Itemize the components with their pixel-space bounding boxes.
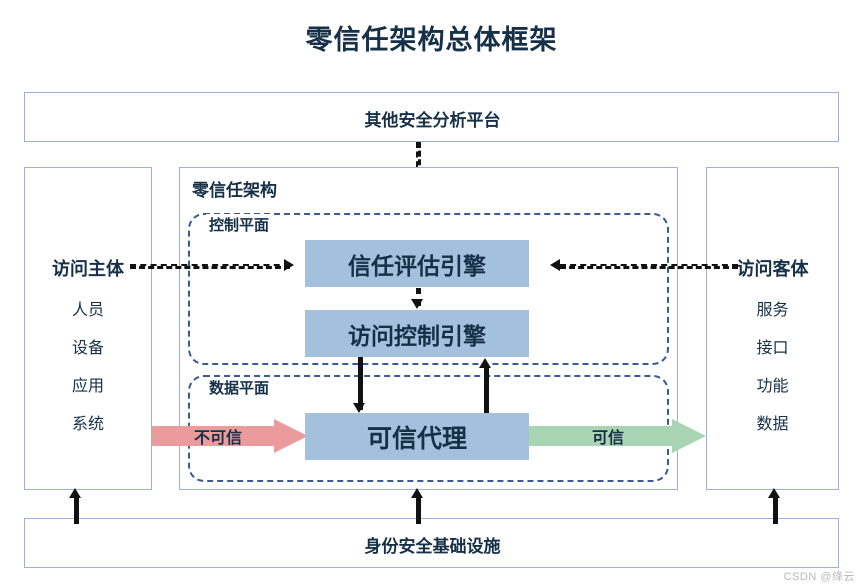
trust-evaluation-engine-box: 信任评估引擎 bbox=[305, 240, 529, 287]
arrowhead-identity-to-object bbox=[768, 488, 780, 498]
arrowhead-object-to-trust-engine bbox=[550, 259, 560, 271]
arrowhead-subject-to-trust-engine bbox=[284, 259, 294, 271]
trusted-arrow-shaft bbox=[529, 426, 674, 446]
arrowhead-access-engine-to-agent bbox=[353, 403, 365, 413]
untrusted-arrow-label: 不可信 bbox=[194, 430, 243, 447]
connector-identity-to-object bbox=[773, 497, 778, 524]
trusted-arrow-head bbox=[672, 419, 706, 453]
untrusted-flow-arrow: 不可信 bbox=[152, 419, 308, 453]
identity-security-infrastructure-box: 身份安全基础设施 bbox=[24, 518, 839, 568]
object-panel-list: 服务 接口 功能 数据 bbox=[707, 296, 838, 434]
zta-label: 零信任架构 bbox=[192, 181, 277, 200]
access-subject-panel: 访问主体 人员 设备 应用 系统 bbox=[24, 167, 152, 490]
list-item: 接口 bbox=[756, 340, 789, 357]
page-title: 零信任架构总体框架 bbox=[305, 25, 558, 55]
trusted-arrow-label: 可信 bbox=[592, 430, 625, 447]
list-item: 服务 bbox=[756, 302, 789, 319]
object-panel-heading: 访问客体 bbox=[736, 259, 809, 279]
bottom-identity-label: 身份安全基础设施 bbox=[364, 536, 501, 556]
untrusted-arrow-head bbox=[274, 419, 308, 453]
data-plane-label: 数据平面 bbox=[206, 377, 273, 398]
trusted-agent-box: 可信代理 bbox=[305, 413, 529, 460]
trusted-flow-arrow: 可信 bbox=[529, 419, 706, 453]
control-plane-label: 控制平面 bbox=[206, 214, 273, 235]
connector-identity-to-zta bbox=[416, 497, 421, 524]
access-control-engine-box: 访问控制引擎 bbox=[305, 310, 529, 357]
access-object-panel: 访问客体 服务 接口 功能 数据 bbox=[706, 167, 839, 490]
control-plane-region bbox=[188, 213, 669, 365]
untrusted-arrow-shaft bbox=[152, 426, 276, 446]
arrowhead-identity-to-subject bbox=[69, 488, 81, 498]
arrowhead-trust-to-access-engine bbox=[411, 299, 423, 309]
list-item: 应用 bbox=[71, 378, 104, 395]
list-item: 功能 bbox=[756, 378, 789, 395]
connector-identity-to-subject bbox=[74, 497, 79, 524]
list-item: 人员 bbox=[71, 302, 104, 319]
arrowhead-identity-to-zta bbox=[411, 488, 423, 498]
watermark: CSDN @绛云 bbox=[783, 571, 855, 583]
connector-object-to-trust-engine bbox=[560, 264, 738, 269]
list-item: 数据 bbox=[756, 416, 789, 433]
subject-panel-list: 人员 设备 应用 系统 bbox=[25, 296, 151, 434]
connector-agent-to-access-engine bbox=[484, 367, 489, 419]
list-item: 系统 bbox=[71, 416, 104, 433]
subject-panel-heading: 访问主体 bbox=[52, 259, 124, 279]
list-item: 设备 bbox=[71, 340, 104, 357]
arrowhead-agent-to-access-engine bbox=[479, 358, 491, 368]
connector-subject-to-trust-engine bbox=[130, 264, 290, 269]
top-platform-label: 其他安全分析平台 bbox=[364, 110, 501, 130]
other-security-analysis-platform-box: 其他安全分析平台 bbox=[24, 92, 839, 142]
